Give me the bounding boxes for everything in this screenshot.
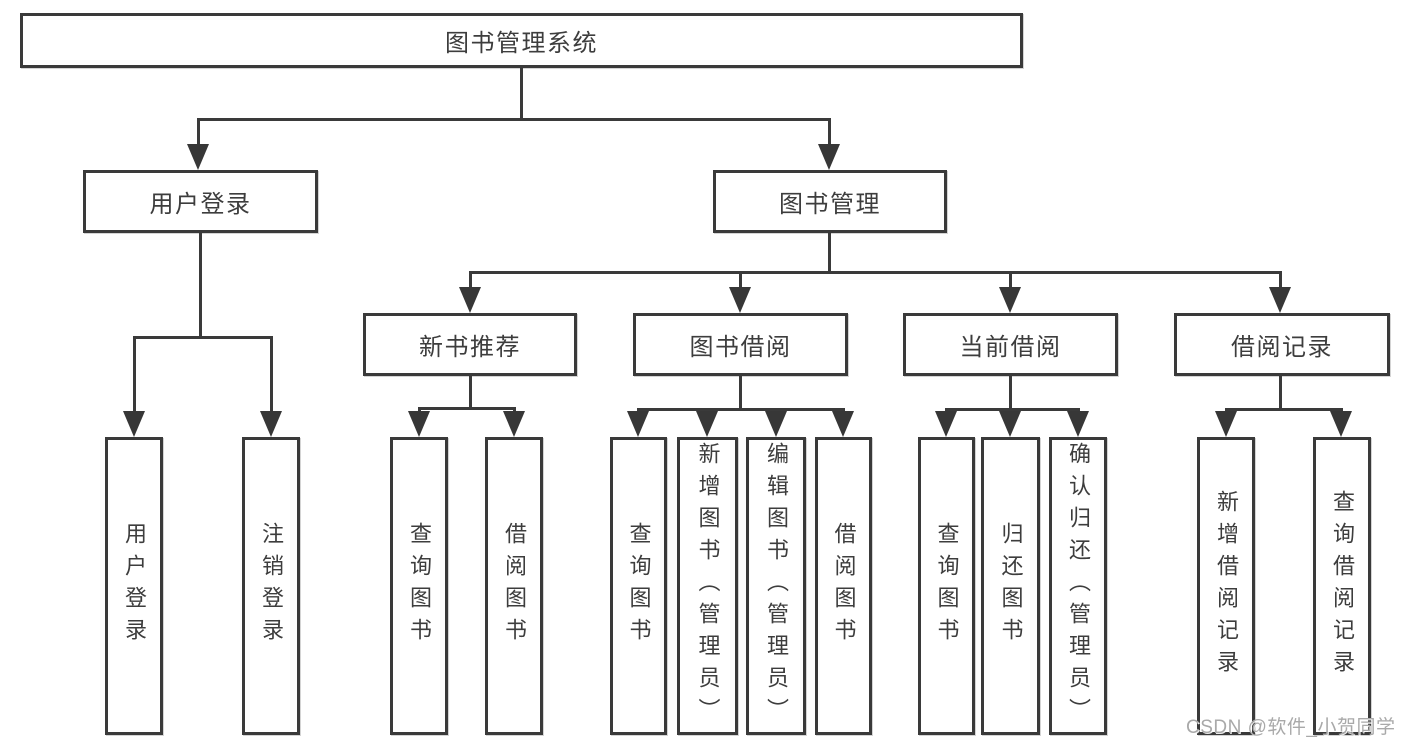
connector-line (418, 407, 516, 410)
node-user-login: 用户登录 (83, 170, 318, 233)
connector-line (199, 233, 202, 339)
node-new-book-recommendation: 新书推荐 (363, 313, 577, 376)
arrowhead-icon (1215, 411, 1237, 437)
leaf-add-book-admin: 新增图书（管理员） (677, 437, 738, 735)
connector-line (520, 68, 523, 121)
leaf-query-borrow-record: 查询借阅记录 (1313, 437, 1371, 735)
arrowhead-icon (260, 411, 282, 437)
arrowhead-icon (999, 287, 1021, 313)
node-library-management-system: 图书管理系统 (20, 13, 1023, 68)
node-book-management: 图书管理 (713, 170, 947, 233)
leaf-confirm-return-admin: 确认归还（管理员） (1049, 437, 1107, 735)
arrowhead-icon (123, 411, 145, 437)
connector-line (469, 376, 472, 410)
arrowhead-icon (935, 411, 957, 437)
connector-line (133, 336, 273, 339)
leaf-query-books: 查询图书 (390, 437, 448, 735)
connector-line (739, 376, 742, 411)
connector-line (469, 271, 1282, 274)
leaf-borrow-books: 借阅图书 (485, 437, 543, 735)
leaf-logout: 注销登录 (242, 437, 300, 735)
connector-line (1279, 376, 1282, 411)
arrowhead-icon (408, 411, 430, 437)
connector-line (1009, 376, 1012, 411)
arrowhead-icon (187, 144, 209, 170)
node-borrowing-records: 借阅记录 (1174, 313, 1390, 376)
leaf-add-borrow-record: 新增借阅记录 (1197, 437, 1255, 735)
connector-line (739, 273, 742, 290)
connector-line (1009, 273, 1012, 290)
arrowhead-icon (459, 287, 481, 313)
connector-line (1225, 408, 1343, 411)
leaf-query-books: 查询图书 (610, 437, 667, 735)
leaf-edit-book-admin: 编辑图书（管理员） (746, 437, 806, 735)
connector-line (1279, 273, 1282, 290)
arrowhead-icon (696, 411, 718, 437)
connector-line (945, 408, 1080, 411)
leaf-query-books: 查询图书 (918, 437, 975, 735)
connector-line (469, 273, 472, 290)
csdn-watermark: CSDN @软件_小贺同学 (1186, 717, 1396, 738)
arrowhead-icon (818, 144, 840, 170)
arrowhead-icon (1330, 411, 1352, 437)
leaf-user-login: 用户登录 (105, 437, 163, 735)
arrowhead-icon (729, 287, 751, 313)
leaf-return-books: 归还图书 (981, 437, 1040, 735)
connector-line (197, 118, 831, 121)
arrowhead-icon (832, 411, 854, 437)
connector-line (637, 408, 845, 411)
leaf-borrow-books: 借阅图书 (815, 437, 872, 735)
connector-line (828, 233, 831, 274)
connector-line (197, 120, 200, 147)
connector-line (133, 338, 136, 413)
node-current-borrowing: 当前借阅 (903, 313, 1118, 376)
connector-line (828, 120, 831, 147)
arrowhead-icon (503, 411, 525, 437)
node-book-borrowing: 图书借阅 (633, 313, 848, 376)
arrowhead-icon (1067, 411, 1089, 437)
arrowhead-icon (627, 411, 649, 437)
arrowhead-icon (999, 411, 1021, 437)
arrowhead-icon (1269, 287, 1291, 313)
arrowhead-icon (765, 411, 787, 437)
connector-line (270, 338, 273, 413)
